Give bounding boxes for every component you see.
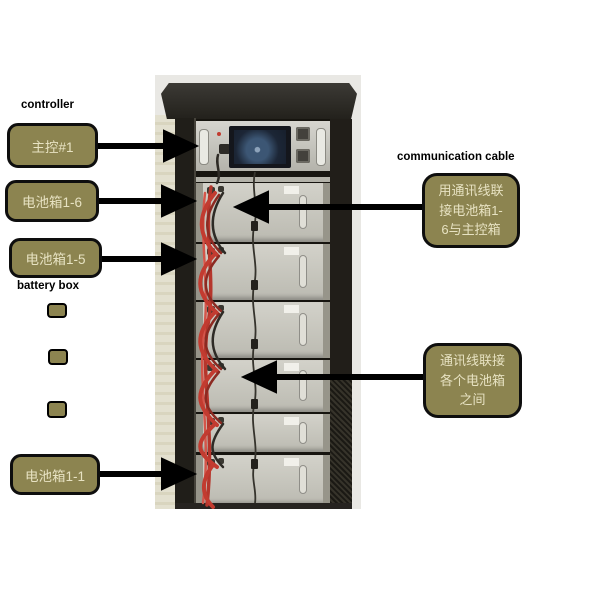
module-ear bbox=[196, 244, 203, 300]
module-handle bbox=[299, 255, 307, 288]
battery-module-1 bbox=[196, 455, 330, 505]
cabinet-interior bbox=[196, 119, 330, 505]
battery-module-2 bbox=[196, 414, 330, 452]
module-label-sticker bbox=[284, 186, 299, 194]
callout-battery-box-1-5: 电池箱1-5 bbox=[9, 238, 102, 278]
controller-port-top bbox=[296, 127, 310, 141]
module-ear bbox=[196, 183, 203, 242]
controller-right-handle bbox=[316, 128, 326, 166]
controller-left-handle bbox=[199, 129, 209, 165]
callout-battery-box-1-1: 电池箱1-1 bbox=[10, 454, 100, 495]
callout-comm-cable-mid: 通讯线联接 各个电池箱 之间 bbox=[423, 343, 522, 418]
terminal-nub bbox=[218, 417, 224, 423]
module-handle bbox=[299, 370, 307, 401]
battery-rack-photo bbox=[155, 75, 361, 509]
module-ear bbox=[323, 360, 330, 412]
door-mesh bbox=[330, 375, 352, 509]
terminal-nub bbox=[218, 363, 224, 369]
controller-port-bottom bbox=[296, 149, 310, 163]
module-handle bbox=[299, 194, 307, 230]
callout-master-box: 主控#1 bbox=[7, 123, 98, 168]
cabinet-top bbox=[161, 83, 357, 119]
controller-unit bbox=[196, 121, 330, 171]
module-handle bbox=[299, 313, 307, 346]
callout-comm-cable-top: 用通讯线联 接电池箱1- 6与主控箱 bbox=[422, 173, 520, 248]
ellipsis-dash bbox=[47, 401, 67, 418]
controller-screen-display bbox=[234, 130, 286, 164]
module-label-sticker bbox=[284, 305, 299, 313]
module-ear bbox=[323, 414, 330, 452]
module-ear bbox=[196, 455, 203, 505]
terminal-nub bbox=[207, 187, 215, 194]
shelf-edge bbox=[196, 177, 330, 182]
module-label-sticker bbox=[284, 417, 299, 425]
module-handle bbox=[299, 465, 307, 494]
battery-module-5 bbox=[196, 244, 330, 300]
terminal-nub bbox=[218, 458, 224, 464]
cabinet-bottom-frame bbox=[175, 503, 352, 509]
terminal-nub bbox=[207, 418, 215, 425]
module-ear bbox=[323, 455, 330, 505]
controller-led bbox=[217, 132, 221, 136]
terminal-nub bbox=[207, 306, 215, 313]
terminal-nub bbox=[218, 186, 224, 192]
terminal-nub bbox=[218, 305, 224, 311]
module-handle bbox=[299, 421, 307, 444]
module-ear bbox=[196, 302, 203, 358]
module-ear bbox=[323, 244, 330, 300]
cabinet-right-frame bbox=[330, 119, 352, 509]
battery-module-4 bbox=[196, 302, 330, 358]
callout-battery-box-1-6: 电池箱1-6 bbox=[5, 180, 99, 222]
terminal-nub bbox=[207, 248, 215, 255]
ellipsis-dash bbox=[48, 349, 68, 365]
module-ear bbox=[323, 302, 330, 358]
terminal-nub bbox=[218, 247, 224, 253]
battery-box-label: battery box bbox=[17, 280, 79, 292]
ellipsis-dash bbox=[47, 303, 67, 318]
module-label-sticker bbox=[284, 458, 299, 466]
terminal-nub bbox=[207, 364, 215, 371]
battery-module-6 bbox=[196, 183, 330, 242]
terminal-nub bbox=[207, 459, 215, 466]
cabinet-left-frame bbox=[175, 118, 196, 509]
controller-label: controller bbox=[21, 99, 75, 111]
controller-screen bbox=[229, 126, 291, 168]
module-ear bbox=[196, 360, 203, 412]
communication-cable-label: communication cable bbox=[397, 151, 515, 163]
module-label-sticker bbox=[284, 363, 299, 371]
module-ear bbox=[323, 183, 330, 242]
module-ear bbox=[196, 414, 203, 452]
controller-connector bbox=[219, 144, 230, 154]
battery-module-3 bbox=[196, 360, 330, 412]
module-label-sticker bbox=[284, 247, 299, 255]
photo-background bbox=[155, 115, 176, 509]
